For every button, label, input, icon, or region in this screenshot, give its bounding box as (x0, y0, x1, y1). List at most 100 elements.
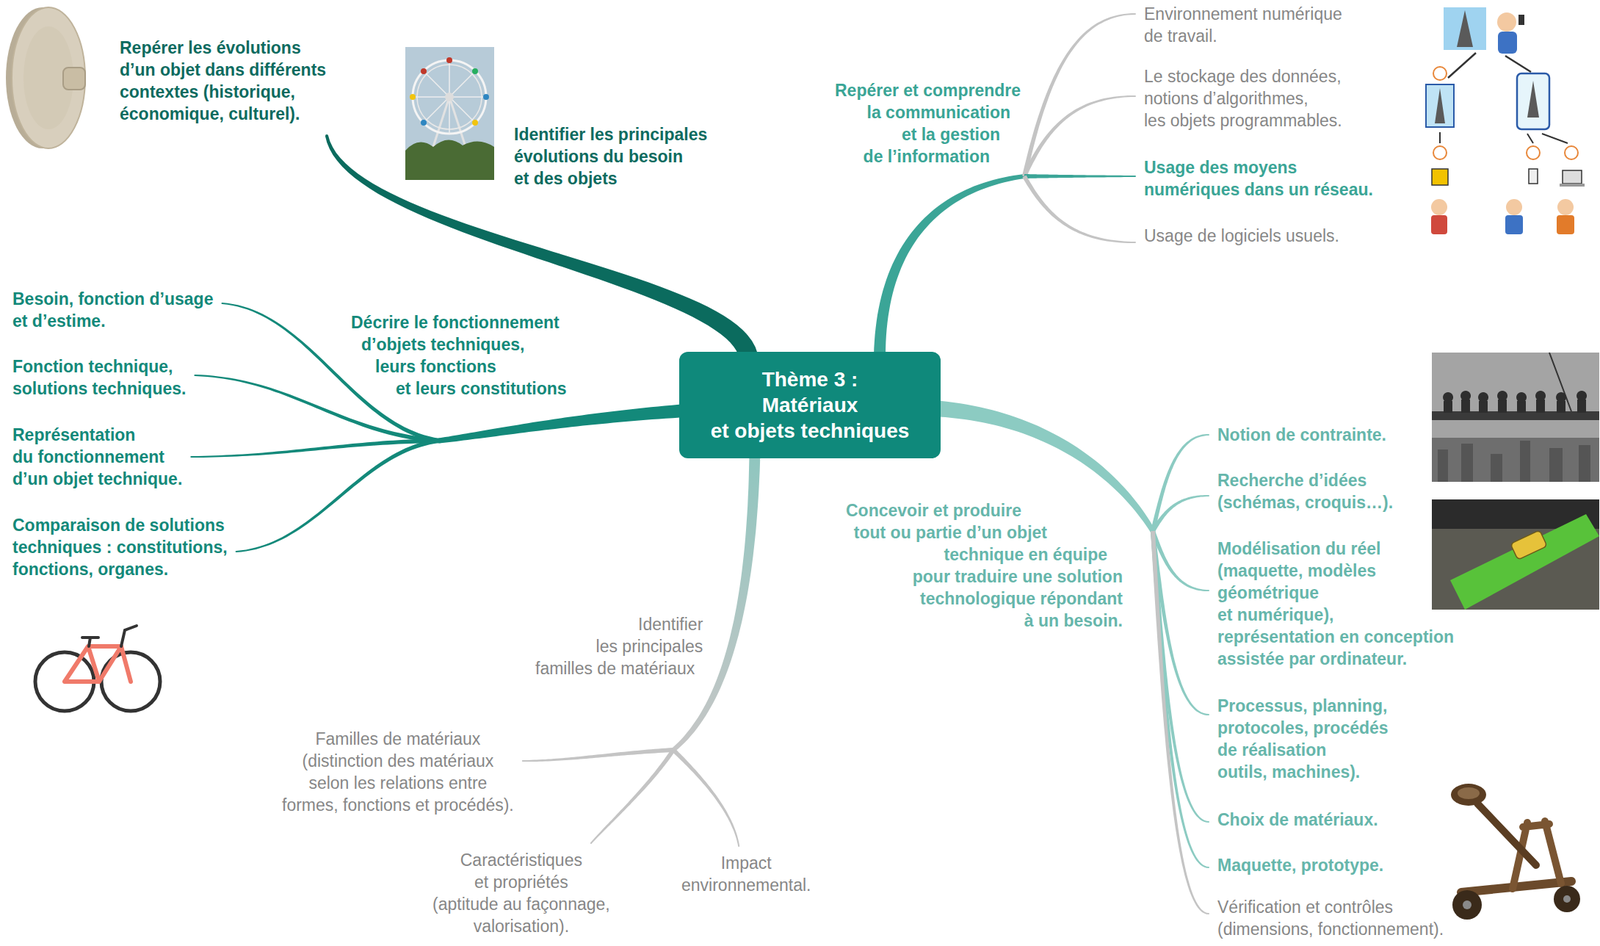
ferris-wheel-photo-part (420, 68, 427, 75)
text-line: (schémas, croquis…). (1217, 491, 1393, 514)
text-line: solutions techniques. (12, 377, 186, 400)
text-line: technologique répondant (845, 587, 1123, 610)
text-line: (dimensions, fonctionnement). (1217, 917, 1444, 940)
branch-label: Comparaison de solutions techniques : co… (12, 513, 228, 581)
sub-branch-end (1134, 241, 1136, 244)
text-line: Usage de logiciels usuels. (1144, 224, 1340, 247)
sub-branch (190, 438, 440, 458)
text-line: valorisation). (432, 914, 611, 937)
text-line: Notion de contrainte. (1217, 423, 1387, 446)
sub-branch-end (1134, 13, 1136, 15)
branch-label: Maquette, prototype. (1217, 853, 1384, 876)
catapult-illustration-part (1553, 885, 1581, 912)
digital-communication-comic-part (1518, 14, 1525, 25)
digital-communication-comic-part (1425, 84, 1454, 128)
text-line: d’un objet technique. (12, 467, 183, 490)
text-line: Concevoir et produire (845, 499, 1123, 522)
digital-communication-comic-part (1497, 31, 1518, 54)
text-line: (maquette, modèles (1217, 559, 1454, 582)
branch-label: Besoin, fonction d’usage et d’estime. (12, 287, 213, 332)
digital-communication-comic (1425, 7, 1585, 235)
sub-branch-end (1134, 95, 1136, 97)
text-line: Vérification et contrôles (1217, 895, 1444, 918)
digital-communication-comic-part (1497, 12, 1517, 32)
workers-photo (1431, 352, 1600, 482)
branch-trunk (671, 451, 760, 752)
text-line: Processus, planning, (1217, 694, 1389, 717)
branch-label: Représentation du fonctionnement d’un ob… (12, 423, 183, 490)
digital-communication-comic-part (1562, 170, 1582, 184)
bicycle-illustration-part (82, 625, 137, 647)
digital-communication-comic-part (1439, 132, 1568, 144)
ferris-wheel-photo-part (420, 119, 427, 126)
sub-branch-end (1134, 175, 1136, 177)
branch-label: Impact environnemental. (681, 851, 811, 896)
text-line: technique en équipe (845, 543, 1123, 566)
text-line: notions d’algorithmes, (1144, 87, 1343, 110)
text-line: Thème 3 : (698, 366, 922, 393)
text-line: formes, fonctions et procédés). (281, 793, 514, 816)
catapult-illustration-part (1462, 900, 1472, 910)
text-line: tout ou partie d’un objet (845, 521, 1123, 544)
digital-communication-comic-part (1434, 88, 1446, 124)
sub-branch (1024, 174, 1136, 179)
text-line: Modélisation du réel (1217, 537, 1454, 560)
branch-label: Identifier les principales familles de m… (535, 613, 703, 680)
text-line: d’objets techniques, (350, 333, 567, 356)
branch-label: Choix de matériaux. (1217, 808, 1379, 831)
text-line: Besoin, fonction d’usage (12, 287, 213, 310)
ferris-wheel-photo-part (483, 93, 490, 100)
text-line: de l’information (834, 145, 1021, 168)
text-line: économique, culturel). (119, 102, 327, 125)
branch-label: Décrire le fonctionnement d’objets techn… (350, 311, 567, 400)
sub-branch (590, 748, 675, 843)
ferris-wheel-photo-part (472, 119, 479, 126)
sub-branch (522, 747, 674, 762)
text-line: environnemental. (681, 873, 811, 896)
text-line: et d’estime. (12, 309, 213, 332)
catapult-illustration-part (1477, 803, 1537, 865)
text-line: représentation en conception (1217, 625, 1454, 648)
text-line: et objets techniques (698, 417, 922, 444)
catapult-illustration-part (1563, 895, 1571, 903)
ferris-wheel-photo-part (409, 93, 416, 100)
text-line: les principales (535, 635, 703, 658)
model-ramp-photo-part (1450, 513, 1600, 610)
branch-label: Repérer et comprendre la communication e… (834, 79, 1021, 168)
digital-communication-comic-part (1556, 215, 1575, 235)
catapult-illustration-part (1450, 783, 1487, 806)
digital-communication-comic-part (1564, 146, 1578, 160)
topic-title: Thème 3 : Matériaux et objets techniques (698, 366, 922, 444)
text-line: de travail. (1144, 24, 1343, 47)
catapult-illustration-part (1512, 820, 1562, 889)
ferris-wheel-photo-part (405, 46, 495, 180)
sub-branch (1151, 494, 1210, 533)
digital-communication-comic-part (1431, 198, 1448, 216)
text-line: évolutions du besoin (513, 145, 708, 168)
branch-trunk (873, 174, 1025, 356)
text-line: et des objets (513, 167, 708, 190)
sub-branch (1022, 175, 1136, 244)
sub-branch (1150, 530, 1209, 823)
text-line: et propriétés (432, 870, 611, 893)
branch-label: Environnement numérique de travail. (1144, 2, 1343, 47)
workers-photo-part (1442, 390, 1587, 403)
sub-branch-end (221, 302, 224, 304)
text-line: protocoles, procédés (1217, 716, 1389, 739)
text-line: Caractéristiques (432, 848, 611, 871)
text-line: fonctions, organes. (12, 558, 228, 581)
sub-branch (1150, 433, 1209, 532)
sub-branch-end (1207, 433, 1210, 436)
ferris-wheel-photo-part (412, 60, 487, 134)
text-line: de réalisation (1217, 738, 1389, 761)
digital-communication-comic-part (1505, 215, 1523, 235)
text-line: Impact (681, 851, 811, 874)
branch-trunk (325, 135, 758, 358)
text-line: Familles de matériaux (281, 727, 514, 750)
text-line: assistée par ordinateur. (1217, 647, 1454, 670)
text-line: Décrire le fonctionnement (350, 311, 567, 334)
text-line: Identifier (535, 613, 703, 636)
digital-communication-comic-part (1517, 73, 1550, 130)
sub-branch (1022, 95, 1136, 177)
ferris-wheel-photo-part (412, 60, 487, 134)
